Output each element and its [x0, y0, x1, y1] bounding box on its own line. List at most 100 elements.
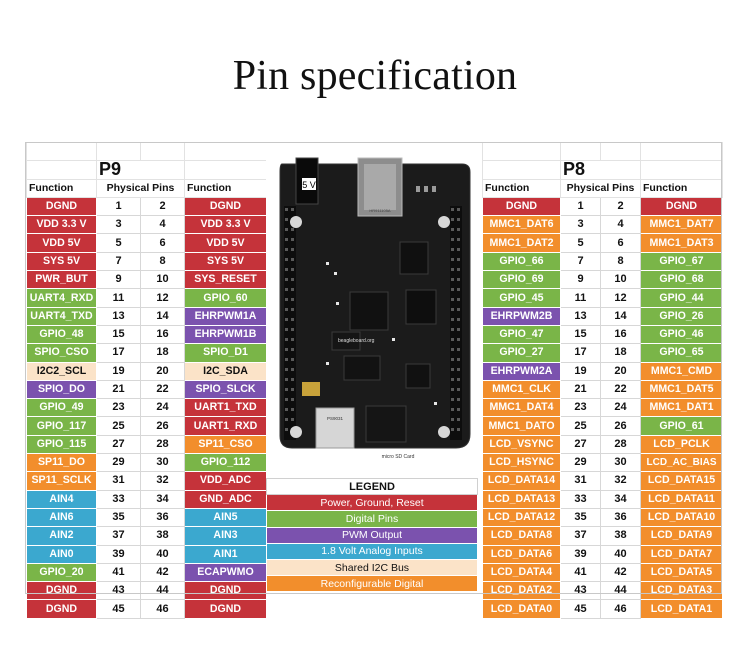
- header-pin: [451, 208, 454, 211]
- pin-function-right: GPIO_44: [640, 288, 723, 308]
- pin-number: 23: [96, 398, 141, 418]
- pin-number: 34: [600, 489, 641, 509]
- header-pin: [451, 268, 454, 271]
- pin-function-right: MMC1_DAT3: [640, 233, 723, 253]
- pin-number: 19: [96, 361, 141, 381]
- pin-number: 8: [140, 251, 185, 272]
- pin-function-left: AIN6: [26, 507, 97, 528]
- pin-function-right: DGND: [640, 196, 723, 217]
- pin-number: 26: [600, 416, 641, 436]
- pin-function-right: GPIO_26: [640, 306, 723, 326]
- header-pin: [285, 338, 288, 341]
- pin-function-left: SPIO_DO: [26, 379, 97, 400]
- pin-function-right: GPIO_61: [640, 416, 723, 436]
- pin-function-right: SPIO_D1: [184, 343, 267, 363]
- header-pin: [291, 358, 294, 361]
- header-pin: [451, 388, 454, 391]
- header-pin: [285, 258, 288, 261]
- pin-number: 18: [140, 343, 185, 363]
- pin-number: 18: [600, 343, 641, 363]
- header-pin: [285, 288, 288, 291]
- header-pin: [291, 288, 294, 291]
- pin-function-left: MMC1_DAT6: [482, 215, 561, 235]
- pin-number: 9: [560, 270, 601, 290]
- pin-number: 32: [140, 471, 185, 491]
- pin-number: 11: [96, 288, 141, 308]
- header-pin: [457, 318, 460, 321]
- header-pin: [285, 238, 288, 241]
- pin-number: 27: [96, 434, 141, 455]
- beaglebone-board-image: 5 V HR911105A beagleboard.org PS9031 mic…: [266, 142, 478, 472]
- pin-function-right: MMC1_DAT5: [640, 379, 723, 400]
- header-pin: [451, 428, 454, 431]
- pin-function-left: SP11_SCLK: [26, 471, 97, 491]
- header-pin: [285, 268, 288, 271]
- header-pin: [457, 208, 460, 211]
- grid-cell: [26, 160, 97, 180]
- pin-number: 21: [96, 379, 141, 400]
- pin-function-left: VDD 5V: [26, 233, 97, 253]
- pin-number: 37: [96, 526, 141, 546]
- column-header-physical-pins: Physical Pins: [96, 178, 185, 198]
- column-header-function: Function: [482, 178, 561, 198]
- header-pin: [291, 278, 294, 281]
- pin-number: 8: [600, 251, 641, 272]
- pin-function-right: GPIO_46: [640, 324, 723, 345]
- pin-number: 5: [96, 233, 141, 253]
- pin-number: 40: [140, 544, 185, 564]
- pin-function-right: VDD 5V: [184, 233, 267, 253]
- pin-number: 25: [560, 416, 601, 436]
- pin-function-right: EHRPWM1B: [184, 324, 267, 345]
- header-pin: [451, 278, 454, 281]
- pin-function-right: MMC1_DAT7: [640, 215, 723, 235]
- header-pin: [457, 288, 460, 291]
- pin-number: 45: [96, 599, 141, 619]
- header-pin: [457, 228, 460, 231]
- pin-number: 21: [560, 379, 601, 400]
- pin-function-right: MMC1_CMD: [640, 361, 723, 381]
- pin-number: 29: [560, 453, 601, 473]
- pin-function-right: LCD_DATA5: [640, 562, 723, 583]
- header-pin: [291, 298, 294, 301]
- header-pin: [291, 258, 294, 261]
- header-pin: [451, 348, 454, 351]
- pin-number: 15: [560, 324, 601, 345]
- header-pin: [451, 218, 454, 221]
- pin-function-left: GPIO_47: [482, 324, 561, 345]
- pin-function-left: LCD_DATA14: [482, 471, 561, 491]
- pin-function-left: VDD 3.3 V: [26, 215, 97, 235]
- column-header-function: Function: [184, 178, 267, 198]
- pin-function-right: LCD_DATA9: [640, 526, 723, 546]
- header-pin: [451, 238, 454, 241]
- header-pin: [285, 428, 288, 431]
- pin-number: 27: [560, 434, 601, 455]
- pin-function-right: DGND: [184, 581, 267, 601]
- pin-number: 36: [600, 507, 641, 528]
- header-pin: [291, 418, 294, 421]
- header-pin: [285, 358, 288, 361]
- header-pin: [457, 278, 460, 281]
- pin-function-left: UART4_RXD: [26, 288, 97, 308]
- grid-cell: [140, 141, 185, 162]
- grid-cell: [26, 141, 97, 162]
- pin-number: 5: [560, 233, 601, 253]
- pin-function-left: LCD_DATA13: [482, 489, 561, 509]
- header-pin: [285, 348, 288, 351]
- pin-number: 31: [560, 471, 601, 491]
- header-pin: [291, 388, 294, 391]
- pin-function-right: DGND: [184, 599, 267, 619]
- header-pin: [285, 208, 288, 211]
- pin-function-left: LCD_DATA6: [482, 544, 561, 564]
- pin-number: 29: [96, 453, 141, 473]
- pin-function-left: DGND: [26, 196, 97, 217]
